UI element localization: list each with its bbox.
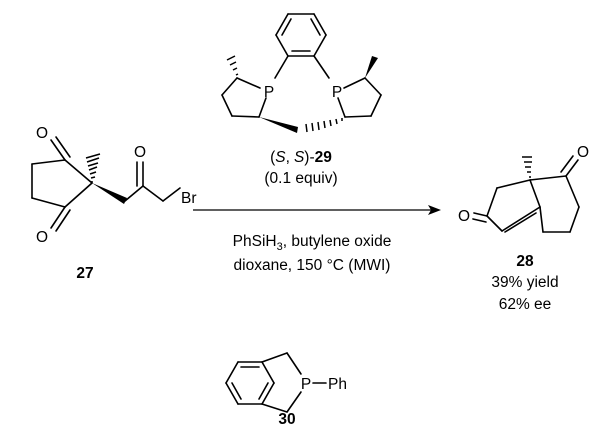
compound-30-label: 30 [278, 411, 295, 428]
atom-o-ketone: O [134, 144, 146, 161]
stereo-hash-bond [85, 153, 101, 183]
product-28-ee: 62% ee [499, 296, 552, 313]
ligand-29-equiv: (0.1 equiv) [264, 170, 337, 187]
atom-p: P [301, 376, 311, 393]
atom-o-left: O [458, 208, 470, 225]
atom-ph: Ph [328, 376, 347, 393]
stereo-hash-bond [226, 55, 239, 76]
stereo-hash-bond [305, 118, 343, 133]
ligand-29-structure: P P [221, 13, 382, 133]
compound-27-structure: O O O Br [31, 125, 197, 246]
atom-br: Br [181, 190, 197, 207]
ligand-29-name: (S,S)-29 [270, 149, 332, 166]
atom-o-right: O [577, 144, 589, 161]
atom-p-right: P [332, 84, 342, 101]
conditions-line-2: dioxane, 150 °C (MWI) [234, 257, 391, 274]
atom-o-top: O [36, 125, 48, 142]
stereo-wedge-bond [365, 56, 378, 78]
product-28-yield: 39% yield [491, 274, 558, 291]
atom-o-bottom: O [36, 229, 48, 246]
product-28-structure: O O [458, 144, 589, 233]
stereo-wedge-bond [92, 183, 127, 204]
conditions-line-1: PhSiH3, butylene oxide [233, 233, 392, 253]
product-28-label: 28 [516, 253, 534, 270]
atom-p-left: P [264, 84, 274, 101]
compound-27-label: 27 [76, 265, 93, 282]
stereo-wedge-bond [259, 117, 298, 133]
stereo-hash-bond [522, 156, 532, 178]
reaction-arrow [193, 205, 441, 215]
compound-30-structure: P Ph [225, 352, 347, 413]
